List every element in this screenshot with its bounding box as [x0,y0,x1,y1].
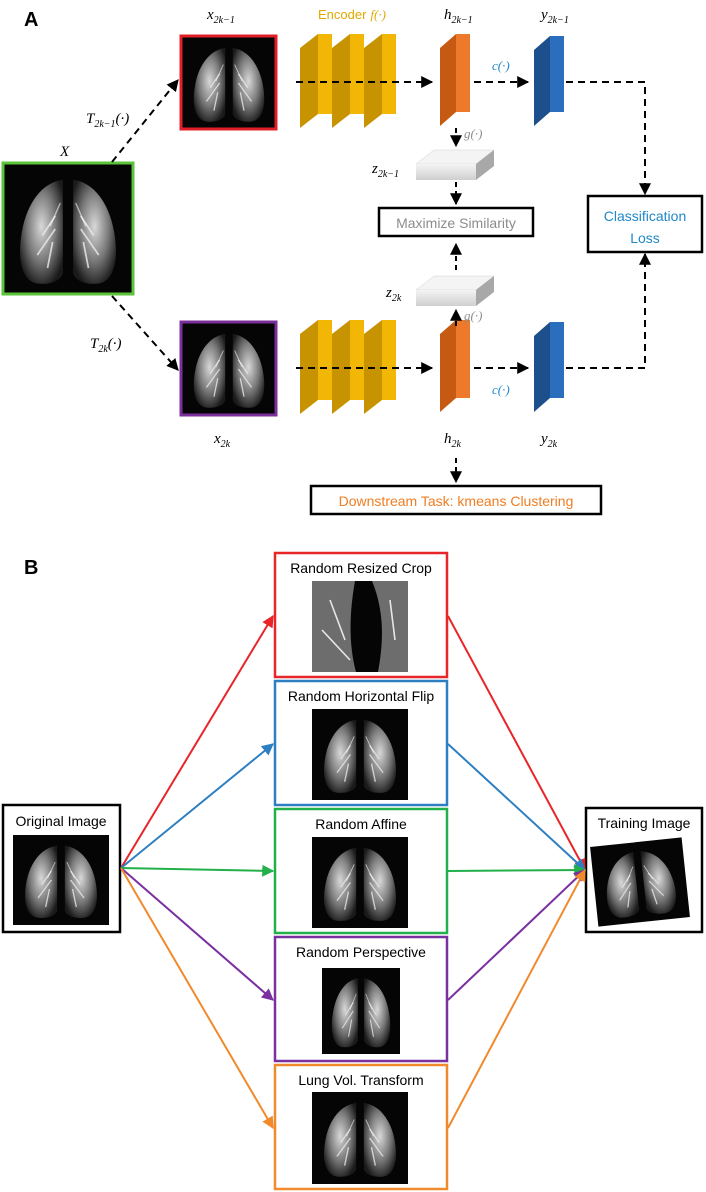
z-bottom-label: z2k [385,285,402,304]
training-image [589,836,692,928]
transform-bottom-label: T2k(·) [90,336,122,355]
loss-bottom-arrow [566,252,651,369]
encoder-bottom [300,320,396,414]
transform-bottom-arrow [111,295,179,371]
transform-top-arrow [111,79,179,163]
x-bottom-label: x2k [213,431,231,450]
encoder-bottom-layer-3 [364,320,396,414]
x-top-label: x2k−1 [206,7,235,26]
augmented-image-top-border [179,34,278,131]
augmentation-image-5 [311,1091,409,1185]
classification-loss-line2: Loss [630,230,660,246]
h-top-label: h2k−1 [444,7,473,26]
downstream-box [309,484,603,516]
h-bottom-label: h2k [444,431,462,450]
encoder-bottom-layer-1 [300,320,332,414]
input-image-border [1,161,135,296]
augmentation-lung-vol-transform: Lung Vol. Transform [273,1063,449,1191]
original-image [12,834,110,926]
augmentation-image-1 [312,581,408,672]
augmentation-label-5: Lung Vol. Transform [298,1072,423,1088]
panel-a-letter: A [24,9,38,31]
input-image [1,161,135,296]
arrow-out-random-horizontal-flip [447,743,586,871]
augmentation-label-2: Random Horizontal Flip [288,688,434,704]
transform-top-label: T2k−1(·) [86,111,129,130]
augmentation-random-resized-crop: Random Resized Crop [273,551,449,679]
encoder-top-layer-1 [300,34,332,128]
augmented-image-bottom [179,320,278,417]
augmentation-random-perspective: Random Perspective [273,935,449,1063]
encoder-top-layer-2 [332,34,364,128]
original-image-label: Original Image [15,813,106,829]
z-top-slab [415,149,495,180]
h-top-block [440,34,470,126]
arrow-out-random-affine [447,864,587,877]
g-fn-top: g(·) [464,126,482,141]
arrow-in-lung-vol-transform [120,867,274,1130]
augmentation-image-4 [314,967,408,1055]
similarity-box [377,206,535,238]
y-top-block [534,36,564,126]
classification-loss-line1: Classification [604,208,686,224]
augmentation-label-1: Random Resized Crop [290,560,432,576]
encoder-bottom-layer-2 [332,320,364,414]
augmented-image-top [179,34,278,131]
panel-b-letter: B [24,557,38,579]
similarity-label: Maximize Similarity [396,215,516,231]
arrow-in-random-affine [120,864,275,877]
y-bottom-block [534,322,564,412]
augmentation-label-4: Random Perspective [296,944,426,960]
arrow-out-lung-vol-transform [447,868,586,1129]
augmentation-random-horizontal-flip: Random Horizontal Flip [273,679,449,807]
arrow-out-random-perspective [447,869,586,1001]
classification-loss-box [586,194,704,254]
c-fn-bottom: c(·) [492,382,510,397]
z-bottom-slab [415,275,495,306]
c-fn-top: c(·) [492,58,510,73]
training-image-label: Training Image [598,815,691,831]
g-fn-bottom: g(·) [464,308,482,323]
arrow-in-random-resized-crop [120,614,274,869]
loss-top-arrow [566,81,651,196]
y-top-label: y2k−1 [539,7,569,26]
augmentation-image-3 [311,836,409,929]
augmentation-image-2 [311,708,409,801]
y-bottom-label: y2k [539,431,558,450]
augmentation-label-3: Random Affine [315,816,407,832]
arrow-in-random-horizontal-flip [120,743,274,869]
h-bottom-block [440,320,470,412]
z-top-label: z2k−1 [371,161,399,180]
augmentation-random-affine: Random Affine [273,807,449,935]
arrow-out-random-resized-crop [447,615,586,872]
arrow-in-random-perspective [120,867,274,1001]
downstream-label: Downstream Task: kmeans Clustering [339,493,574,509]
input-label: X [59,144,70,160]
augmented-image-bottom-border [179,320,278,417]
